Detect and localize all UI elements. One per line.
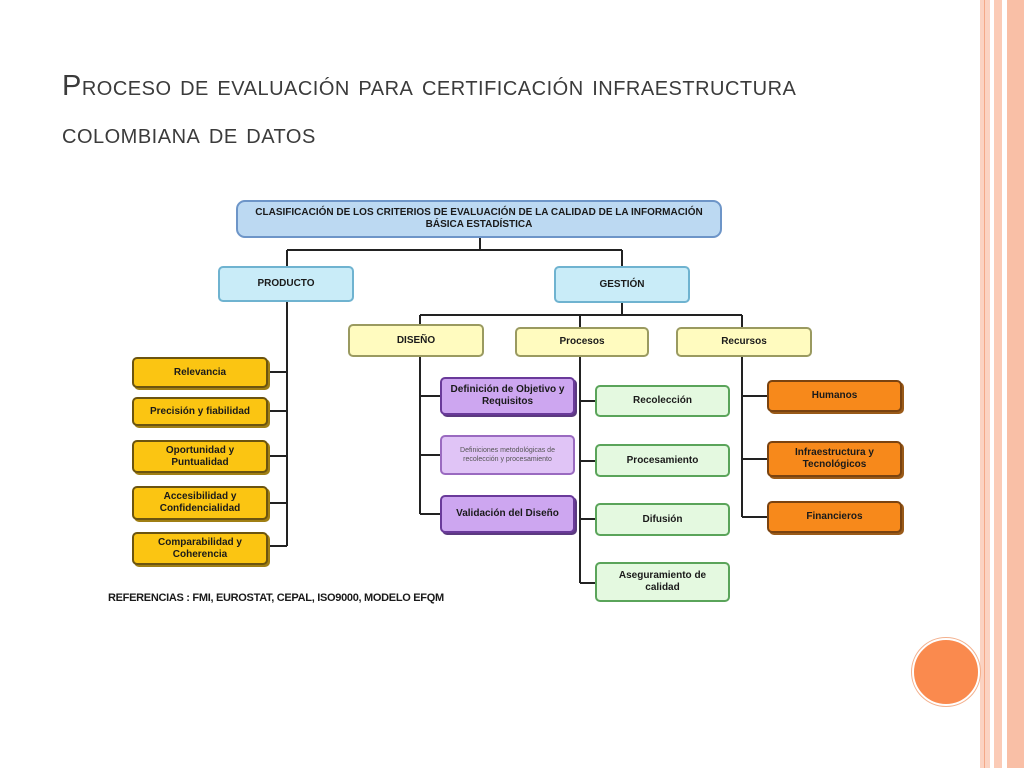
diagram-root-node: CLASIFICACIÓN DE LOS CRITERIOS DE EVALUA… (236, 200, 722, 238)
node-diseno-item: Definiciones metodológicas de recolecció… (440, 435, 575, 475)
decor-stripe (980, 0, 990, 768)
decor-stripe (990, 0, 994, 768)
slide-title: Proceso de evaluación para certificación… (62, 70, 797, 150)
node-procesos-item: Procesamiento (595, 444, 730, 477)
node-recursos-item: Infraestructura y Tecnológicos (767, 441, 902, 477)
node-gestion: GESTIÓN (554, 266, 690, 303)
references-note: REFERENCIAS : FMI, EUROSTAT, CEPAL, ISO9… (108, 592, 444, 604)
decor-stripe (984, 0, 985, 768)
decor-stripe (994, 0, 1002, 768)
node-procesos: Procesos (515, 327, 649, 357)
node-recursos: Recursos (676, 327, 812, 357)
node-diseno: DISEÑO (348, 324, 484, 357)
node-producto-item: Precisión y fiabilidad (132, 397, 268, 426)
node-producto-item: Accesibilidad y Confidencialidad (132, 486, 268, 520)
node-procesos-item: Difusión (595, 503, 730, 536)
node-producto-item: Comparabilidad y Coherencia (132, 532, 268, 565)
decor-stripe (1007, 0, 1024, 768)
node-producto-item: Oportunidad y Puntualidad (132, 440, 268, 473)
decor-circle (912, 638, 980, 706)
node-diseno-item: Validación del Diseño (440, 495, 575, 533)
node-procesos-item: Aseguramiento de calidad (595, 562, 730, 602)
node-producto-item: Relevancia (132, 357, 268, 388)
node-producto: PRODUCTO (218, 266, 354, 302)
node-diseno-item: Definición de Objetivo y Requisitos (440, 377, 575, 415)
decor-stripe (1002, 0, 1007, 768)
node-recursos-item: Financieros (767, 501, 902, 533)
node-procesos-item: Recolección (595, 385, 730, 417)
node-recursos-item: Humanos (767, 380, 902, 412)
